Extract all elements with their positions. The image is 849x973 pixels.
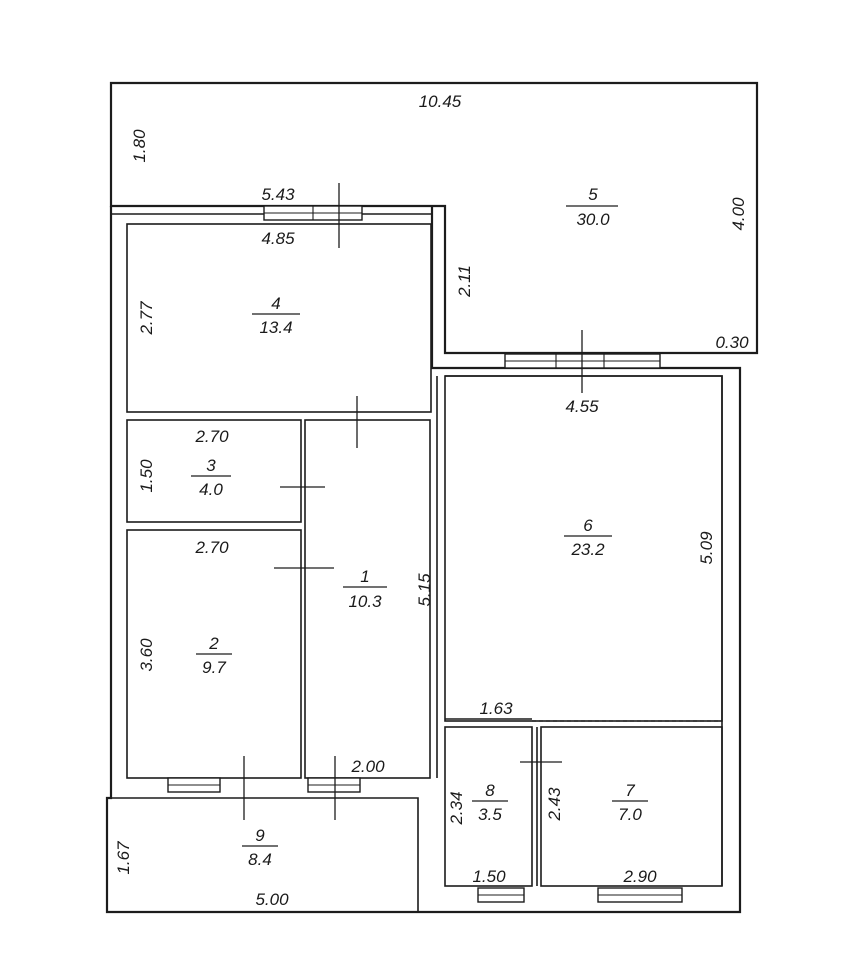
window-room-7 — [597, 887, 683, 903]
window-room-2 — [167, 777, 221, 793]
room-7-outline — [540, 726, 723, 887]
dim-terrace-depth-right: 4.00 — [729, 197, 748, 231]
dim-terrace-depth-left: 1.80 — [130, 129, 149, 163]
dim-room4-height: 2.77 — [137, 301, 156, 336]
window-room-1 — [307, 777, 361, 793]
dim-room4-width: 4.85 — [261, 229, 295, 248]
room-3-number: 3 — [206, 456, 216, 475]
room-label-1: 1 10.3 — [343, 567, 387, 611]
room-9-area: 8.4 — [248, 850, 272, 869]
room-1-outline — [304, 419, 431, 779]
window-room-4 — [263, 205, 363, 221]
dim-room2-height: 3.60 — [137, 638, 156, 672]
room-9-number: 9 — [255, 826, 265, 845]
terrace-outline — [109, 81, 759, 355]
dim-room9-height: 1.67 — [114, 841, 133, 875]
room-label-2: 2 9.7 — [196, 634, 232, 677]
room-8-area: 3.5 — [478, 805, 502, 824]
dimension-labels: 10.45 5.43 4.85 0.30 4.55 2.70 2.70 1.63… — [114, 92, 749, 909]
dim-room8-bottom: 1.50 — [472, 867, 506, 886]
dim-room8-height: 2.34 — [447, 791, 466, 825]
house-outer-wall — [105, 206, 742, 914]
room-6-area: 23.2 — [570, 540, 605, 559]
room-1-area: 10.3 — [348, 592, 382, 611]
rooms — [107, 223, 723, 912]
dim-room7-height: 2.43 — [545, 787, 564, 822]
room-3-area: 4.0 — [199, 480, 223, 499]
room-4-outline — [126, 223, 432, 413]
room-label-5: 5 30.0 — [566, 185, 618, 229]
room-labels: 5 30.0 4 13.4 3 4.0 2 9.7 1 10.3 6 23.2 — [191, 185, 648, 869]
room-8-number: 8 — [485, 781, 495, 800]
dim-room9-width: 5.00 — [255, 890, 289, 909]
dim-room7-bottom: 2.90 — [622, 867, 657, 886]
room-7-area: 7.0 — [618, 805, 642, 824]
dim-room5-wall-height: 2.11 — [455, 265, 474, 298]
dim-terrace-step: 0.30 — [715, 333, 749, 352]
room-9-outline — [107, 797, 419, 912]
room-label-4: 4 13.4 — [252, 294, 300, 337]
room-3-outline — [126, 419, 302, 523]
doors — [243, 183, 583, 820]
room-2-area: 9.7 — [202, 658, 226, 677]
room-label-7: 7 7.0 — [612, 781, 648, 824]
dim-room3-width: 2.70 — [194, 427, 229, 446]
room-4-area: 13.4 — [259, 318, 292, 337]
dim-room6-height: 5.09 — [697, 531, 716, 565]
room-8-outline — [444, 726, 533, 887]
window-room-8 — [477, 887, 525, 903]
dim-room1-bottom: 2.00 — [350, 757, 385, 776]
room-7-number: 7 — [625, 781, 635, 800]
dim-room3-height: 1.50 — [137, 459, 156, 493]
room-2-number: 2 — [208, 634, 219, 653]
dim-room1-height: 5.15 — [415, 573, 434, 607]
room-label-6: 6 23.2 — [564, 516, 612, 559]
dim-outer-left-width: 5.43 — [261, 185, 295, 204]
dim-room2-width: 2.70 — [194, 538, 229, 557]
dim-room8-top: 1.63 — [479, 699, 513, 718]
room-label-9: 9 8.4 — [242, 826, 278, 869]
room-1-number: 1 — [360, 567, 369, 586]
room-label-8: 8 3.5 — [472, 781, 508, 824]
room-5-number: 5 — [588, 185, 598, 204]
room-label-3: 3 4.0 — [191, 456, 231, 499]
dim-terrace-width: 10.45 — [419, 92, 462, 111]
room-5-area: 30.0 — [576, 210, 610, 229]
room-4-number: 4 — [271, 294, 280, 313]
dim-room6-width: 4.55 — [565, 397, 599, 416]
room-6-number: 6 — [583, 516, 593, 535]
